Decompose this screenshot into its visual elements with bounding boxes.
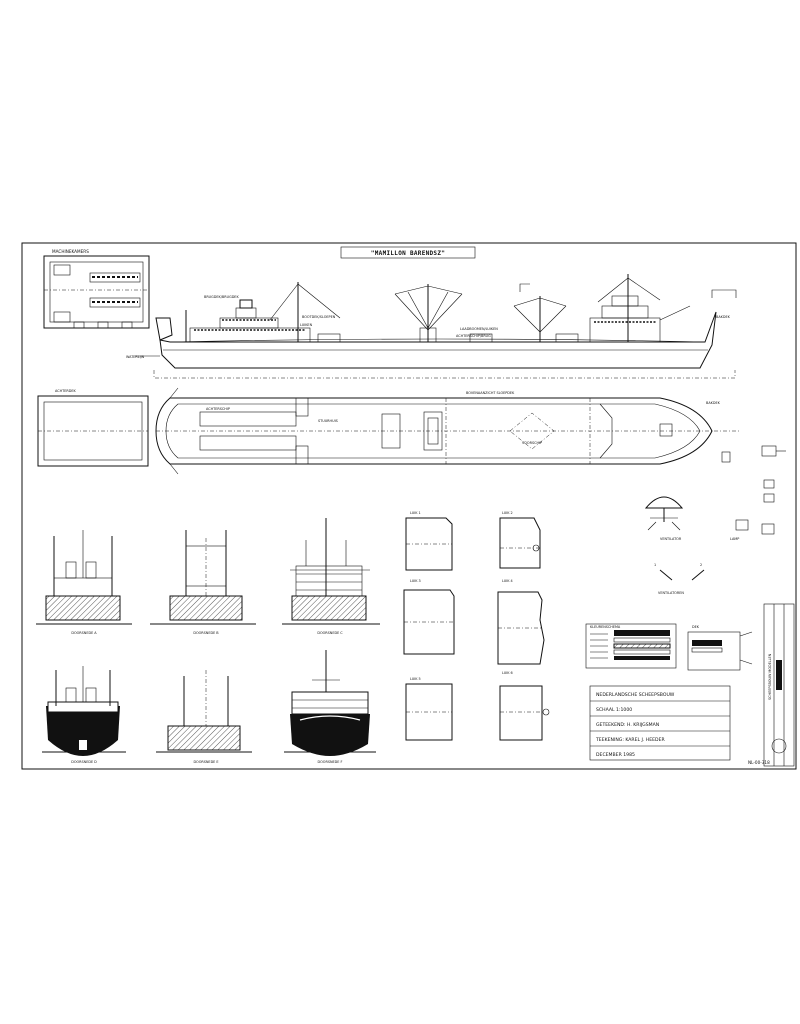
side-hatches-label: LUIKEN	[300, 323, 313, 327]
color-legend: KLEURENSCHEMA	[585, 623, 677, 669]
side-bridge-label: BRUGDEK/BRUGDEK	[204, 295, 239, 299]
hatch-2-label: LUIK 2	[502, 511, 513, 515]
plan-bow-label: BAKDEK	[706, 401, 721, 405]
title-block-line-2: SCHAAL 1:1000	[596, 707, 632, 713]
hatch-5-label: LUIK 5	[410, 677, 421, 681]
svg-text:1: 1	[654, 563, 656, 567]
hatch-6-label: LUIK 6	[502, 671, 513, 675]
side-elevation: WATERLIJN	[126, 274, 737, 379]
cross-e-label: DOORSNEDE E	[193, 760, 218, 764]
engine-room-label: MACHINEKAMERS	[52, 249, 89, 254]
ventilator-detail-label: VENTILATOREN	[658, 591, 684, 595]
cross-section-e: DOORSNEDE E	[156, 670, 252, 764]
plan-view: ACHTERDEK ACHTERSCHIP STUURHUIS VOORSCHI…	[37, 387, 786, 535]
side-bow-label: BAKDEK	[716, 315, 731, 319]
cross-section-d: DOORSNEDE D	[42, 666, 126, 764]
cross-d-label: DOORSNEDE D	[71, 760, 97, 764]
plan-fore-label: VOORSCHIP	[522, 441, 542, 445]
cross-f-label: DOORSNEDE F	[318, 760, 343, 764]
side-mid-label: LAADBOOMEN/LUIKEN	[460, 327, 498, 331]
title-box	[340, 246, 476, 259]
drawing-number: NL-00-318	[748, 760, 770, 765]
svg-text:2: 2	[700, 563, 702, 567]
sheet-border	[21, 242, 797, 770]
plan-mid-label: STUURHUIS	[318, 419, 338, 423]
ship-title: "MAMILLON BARENDSZ"	[371, 250, 445, 257]
plan-stern-label: ACHTERSCHIP	[206, 407, 230, 411]
vertical-stamp: SCHEEPSBOUW MODELLEN	[763, 603, 795, 767]
title-block-line-1: NEDERLANDSCHE SCHEEPSBOUW	[596, 692, 675, 698]
hatch-details: LUIK 1 LUIK 2 LUIK 3 LUIK 4 LUIK 5 LUIK …	[403, 511, 550, 741]
stamp-text: SCHEEPSBOUW MODELLEN	[768, 653, 772, 700]
hatch-4-label: LUIK 4	[502, 579, 513, 583]
cross-a-label: DOORSNEDE A	[71, 631, 97, 635]
legend2-title: DEK	[692, 625, 700, 629]
ventilator-details: VENTILATOR 1 2 VENTILATOREN LAMP	[644, 496, 749, 595]
hatch-3-label: LUIK 3	[410, 579, 421, 583]
cross-b-label: DOORSNEDE B	[193, 631, 219, 635]
title-block: NEDERLANDSCHE SCHEEPSBOUW SCHAAL 1:1000 …	[589, 685, 731, 761]
cross-c-label: DOORSNEDE C	[317, 631, 343, 635]
cross-section-a: DOORSNEDE A	[36, 530, 132, 635]
cross-section-f: DOORSNEDE F	[284, 650, 376, 764]
title-block-line-5: DECEMBER 1985	[596, 752, 635, 758]
lamp-label: LAMP	[730, 537, 739, 541]
side-deck-label: BOOTDEK/SLOEPEN	[302, 315, 336, 319]
cross-section-c: DOORSNEDE C	[282, 518, 380, 635]
engine-room-plan: MACHINEKAMERS	[43, 249, 150, 329]
side-mid2-label: ACHTERSCHIP/BRUG	[456, 334, 491, 338]
plan-top-label: BOVENAANZICHT SLOEPDEK	[466, 391, 515, 395]
legend-title: KLEURENSCHEMA	[590, 625, 621, 629]
deck-legend: DEK	[687, 625, 753, 671]
ventilator-label: VENTILATOR	[660, 537, 682, 541]
waterline-label: WATERLIJN	[126, 355, 145, 359]
cross-section-b: DOORSNEDE B	[150, 530, 256, 635]
title-block-line-3: GETEEKEND: H. KRIJGSMAN	[596, 722, 659, 728]
plan-left-label: ACHTERDEK	[55, 389, 76, 393]
title-block-line-4: TEEKENING: KAREL J. HEEDER	[595, 737, 665, 743]
hatch-1-label: LUIK 1	[410, 511, 421, 515]
